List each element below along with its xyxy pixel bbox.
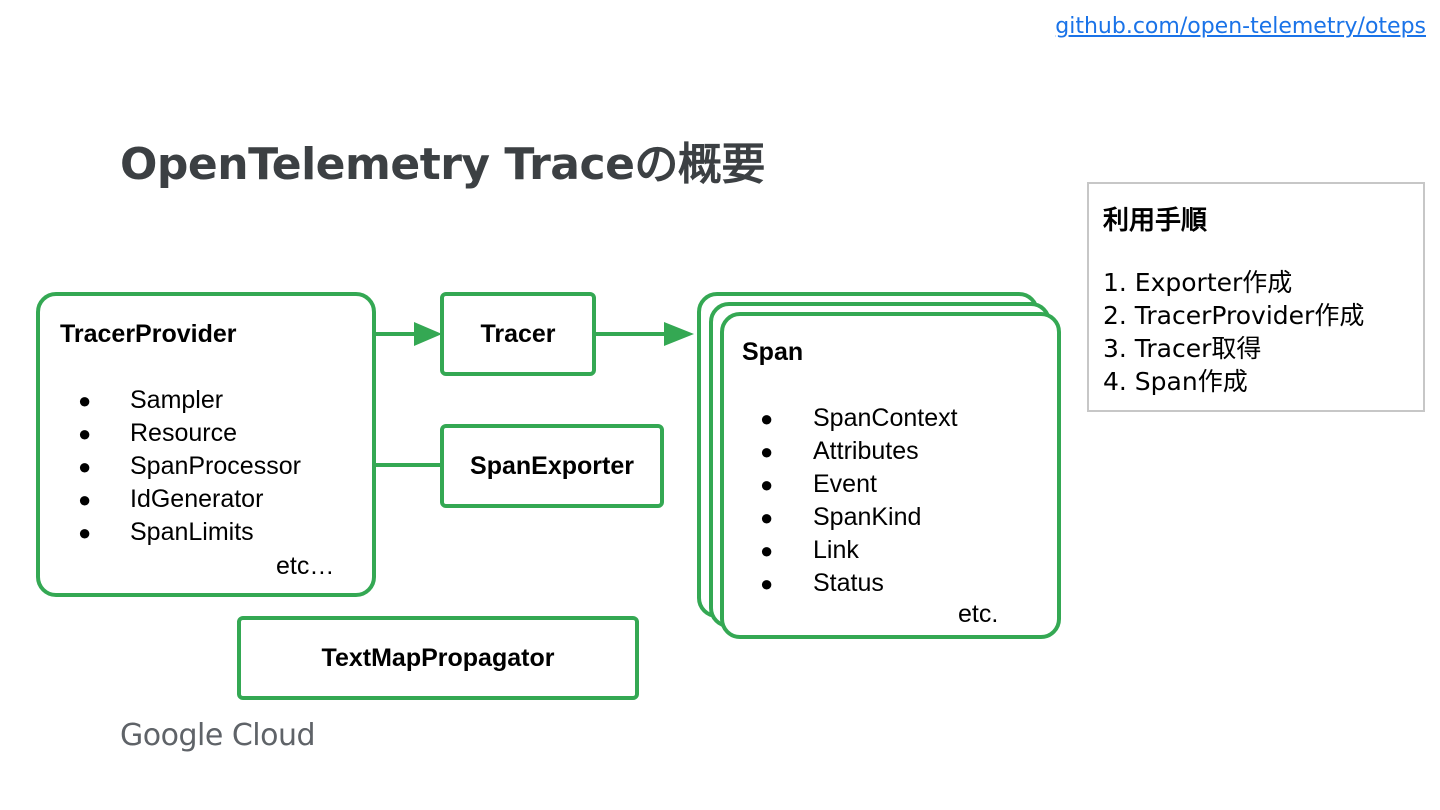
text-map-propagator-box: TextMapPropagator — [237, 616, 639, 700]
provider-to-tracer-arrowhead — [414, 322, 442, 346]
bullet-icon: ● — [78, 388, 92, 413]
bullet-icon: ● — [760, 505, 774, 530]
google-cloud-logo: Google Cloud — [120, 718, 316, 753]
tracer-provider-list: ●Sampler ●Resource ●SpanProcessor ●IdGen… — [78, 384, 368, 549]
bullet-icon: ● — [760, 472, 774, 497]
list-item: ●Resource — [78, 417, 368, 450]
tracer-provider-box: TracerProvider ●Sampler ●Resource ●SpanP… — [36, 292, 376, 597]
tracer-box: Tracer — [440, 292, 596, 376]
bullet-icon: ● — [760, 406, 774, 431]
list-item: ●SpanProcessor — [78, 450, 368, 483]
list-item: 2. TracerProvider作成 — [1103, 301, 1365, 330]
list-item: 1. Exporter作成 — [1103, 268, 1293, 297]
oteps-link[interactable]: github.com/open-telemetry/oteps — [1055, 14, 1426, 39]
list-item: 4. Span作成 — [1103, 367, 1248, 396]
usage-steps-list: 1. Exporter作成 2. TracerProvider作成 3. Tra… — [1103, 266, 1364, 398]
list-item: ●SpanContext — [760, 402, 1050, 435]
bullet-icon: ● — [78, 454, 92, 479]
tracer-to-span-arrowhead — [664, 322, 694, 346]
list-item: ●Status — [760, 567, 1050, 600]
bullet-icon: ● — [78, 487, 92, 512]
tracer-title: Tracer — [480, 319, 556, 348]
tracer-provider-title: TracerProvider — [60, 320, 237, 348]
span-exporter-title: SpanExporter — [470, 451, 634, 480]
slide-title: OpenTelemetry Traceの概要 — [120, 139, 765, 190]
span-box: Span ●SpanContext ●Attributes ●Event ●Sp… — [720, 312, 1061, 639]
list-item: ●SpanKind — [760, 501, 1050, 534]
bullet-icon: ● — [78, 520, 92, 545]
list-item: ●Sampler — [78, 384, 368, 417]
span-exporter-box: SpanExporter — [440, 424, 664, 508]
bullet-icon: ● — [760, 538, 774, 563]
text-map-propagator-title: TextMapPropagator — [321, 643, 555, 672]
list-item: 3. Tracer取得 — [1103, 334, 1262, 363]
bullet-icon: ● — [760, 439, 774, 464]
span-etc: etc. — [958, 600, 999, 628]
list-item: ●SpanLimits — [78, 516, 368, 549]
list-item: ●Event — [760, 468, 1050, 501]
usage-steps-box: 利用手順 1. Exporter作成 2. TracerProvider作成 3… — [1087, 182, 1425, 412]
span-title: Span — [742, 338, 804, 366]
span-list: ●SpanContext ●Attributes ●Event ●SpanKin… — [760, 402, 1050, 600]
list-item: ●Attributes — [760, 435, 1050, 468]
list-item: ●IdGenerator — [78, 483, 368, 516]
usage-steps-title: 利用手順 — [1103, 205, 1208, 235]
bullet-icon: ● — [78, 421, 92, 446]
tracer-provider-etc: etc… — [276, 552, 335, 580]
bullet-icon: ● — [760, 571, 774, 596]
list-item: ●Link — [760, 534, 1050, 567]
